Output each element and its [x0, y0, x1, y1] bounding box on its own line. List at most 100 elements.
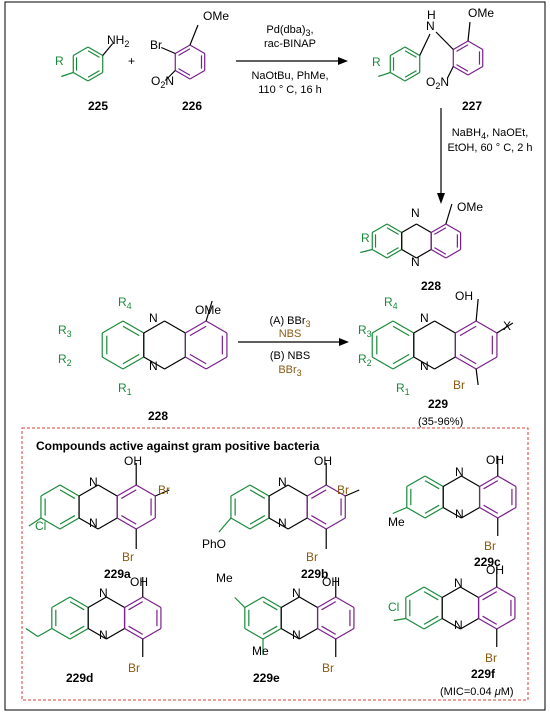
bond: [441, 586, 461, 599]
svg-text:R2: R2: [58, 352, 72, 368]
bond: [37, 627, 53, 638]
bond: [244, 627, 264, 640]
svg-text:OH: OH: [486, 453, 504, 467]
bond: [218, 517, 232, 533]
svg-text:Br: Br: [306, 550, 318, 564]
bond: [434, 356, 456, 370]
bond: [87, 50, 100, 58]
bond: [287, 484, 308, 497]
svg-text:Pd(dba)3,: Pd(dba)3,: [266, 24, 313, 38]
plus-sign: +: [128, 54, 135, 68]
bond: [287, 517, 308, 530]
svg-text:X: X: [503, 319, 511, 333]
bond: [456, 64, 469, 72]
bond-lines: [25, 21, 517, 657]
svg-text:O2N: O2N: [426, 75, 449, 91]
bond: [143, 320, 165, 334]
bond: [461, 506, 480, 519]
bond: [424, 480, 440, 490]
svg-text:Br: Br: [322, 661, 334, 675]
compound-228-text: R4 R3 R2 R1 N N OMe 228: [58, 295, 221, 423]
bond: [430, 223, 447, 234]
mic-value: (MIC=0.04 μM): [440, 686, 514, 698]
bond: [249, 484, 270, 497]
bond: [325, 484, 346, 497]
svg-text:229d: 229d: [66, 671, 93, 685]
svg-text:Br: Br: [158, 483, 170, 497]
outer-frame: [4, 1, 546, 711]
compound-225-text: R NH2 225: [55, 33, 129, 113]
bond: [442, 506, 462, 519]
bond: [97, 517, 118, 530]
svg-text:N: N: [278, 516, 287, 530]
bond: [174, 44, 191, 55]
svg-text:N: N: [99, 628, 108, 642]
compound-229c-text: Me N N OH Br 229c: [388, 453, 504, 569]
bond: [392, 506, 408, 515]
svg-text:N: N: [420, 311, 429, 325]
bond: [460, 617, 479, 630]
bond: [25, 628, 39, 637]
bond: [445, 203, 453, 225]
bond: [135, 517, 156, 530]
bond: [434, 227, 447, 235]
bond: [178, 48, 191, 56]
bond: [69, 625, 85, 635]
bond: [392, 356, 415, 370]
bond: [467, 21, 471, 42]
label-225: 225: [88, 99, 108, 113]
amine-label: NH2: [107, 33, 129, 49]
bond: [230, 484, 251, 497]
arrow-step1: [236, 57, 348, 65]
bond: [404, 71, 421, 82]
svg-text:N: N: [292, 628, 301, 642]
bond: [405, 617, 425, 630]
arrow-step3: [238, 338, 349, 346]
bond: [268, 484, 289, 497]
bond: [445, 248, 461, 259]
bond: [40, 484, 61, 497]
svg-text:OMe: OMe: [195, 303, 221, 317]
bond: [164, 356, 186, 370]
bond: [128, 601, 144, 611]
svg-text:N: N: [89, 475, 98, 489]
bond: [423, 586, 443, 599]
bond: [101, 320, 124, 334]
bond: [386, 248, 403, 259]
svg-text:229b: 229b: [301, 567, 328, 581]
bond: [393, 617, 406, 622]
bond: [434, 247, 447, 255]
bond: [483, 504, 499, 514]
bond: [475, 356, 498, 370]
bond: [234, 597, 246, 608]
bond: [406, 475, 426, 488]
bond: [335, 627, 355, 640]
svg-text:OH: OH: [314, 454, 332, 468]
bond: [122, 320, 145, 334]
bond: [78, 484, 99, 497]
bond: [299, 627, 318, 640]
bond: [496, 322, 514, 334]
bond: [321, 625, 337, 635]
bond: [406, 506, 426, 519]
compound-229f-text: Cl N N OH Br 229f (MIC=0.04 μM): [388, 563, 514, 698]
bond: [185, 356, 207, 370]
bond: [189, 24, 199, 46]
bond: [121, 489, 137, 499]
bond: [497, 506, 517, 519]
svg-text:N: N: [149, 359, 158, 373]
bond: [262, 625, 278, 635]
compound-229e-text: Me Me N N OH Br 229e: [216, 571, 340, 685]
bond: [467, 40, 484, 51]
svg-text:N: N: [292, 586, 301, 600]
bond: [496, 617, 516, 630]
svg-text:110 ° C, 16 h: 110 ° C, 16 h: [258, 84, 322, 96]
bond: [249, 515, 266, 525]
bond: [262, 596, 282, 609]
bond: [262, 601, 278, 611]
bond: [478, 617, 498, 630]
svg-text:N: N: [420, 359, 429, 373]
bond: [164, 70, 176, 81]
svg-text:229f: 229f: [471, 667, 496, 681]
bond: [280, 596, 300, 609]
